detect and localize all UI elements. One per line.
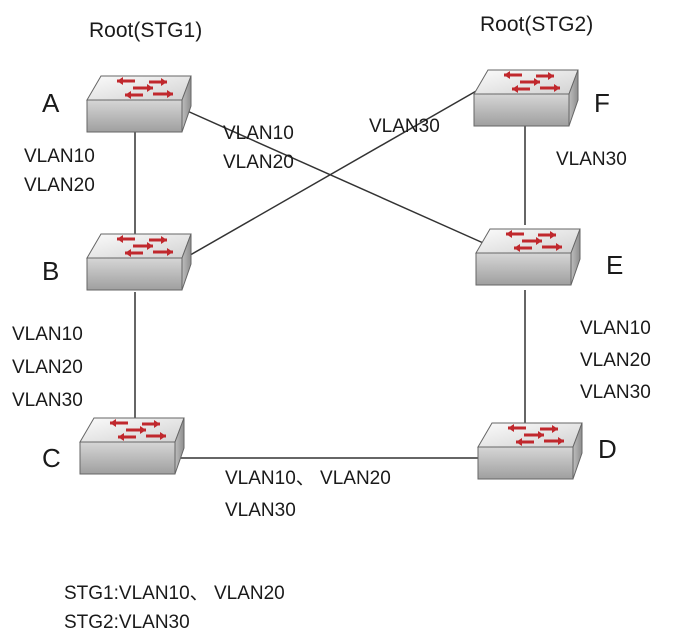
link-e-d-vlan-3: VLAN30 (580, 382, 651, 403)
link-b-c-vlan-3: VLAN30 (12, 390, 83, 411)
switch-b-icon (86, 233, 192, 291)
link-f-e-vlan-1: VLAN30 (556, 149, 627, 170)
link-e-d-vlan-1: VLAN10 (580, 318, 651, 339)
switch-c-label: C (42, 443, 61, 473)
legend-stg2: STG2:VLAN30 (64, 612, 190, 633)
switch-d-label: D (598, 434, 617, 464)
link-c-d-vlan-1: VLAN10、 VLAN20 (225, 468, 391, 489)
switch-b-label: B (42, 256, 60, 286)
link-b-f-vlan-1: VLAN30 (369, 116, 440, 137)
link-e-d-vlan-2: VLAN20 (580, 350, 651, 371)
link-a-e-vlan-2: VLAN20 (223, 152, 294, 173)
switch-f-icon (473, 69, 579, 127)
link-a-b-vlan-1: VLAN10 (24, 146, 95, 167)
root-stg2-label: Root(STG2) (480, 13, 594, 36)
link-c-d-vlan-2: VLAN30 (225, 500, 296, 521)
switch-a-label: A (42, 88, 60, 118)
link-a-b-vlan-2: VLAN20 (24, 175, 95, 196)
link-b-c-vlan-2: VLAN20 (12, 357, 83, 378)
link-a-e-vlan-1: VLAN10 (223, 123, 294, 144)
link-a-e (184, 109, 491, 247)
switch-f-label: F (594, 88, 610, 118)
root-stg1-label: Root(STG1) (89, 19, 203, 42)
link-b-c-vlan-1: VLAN10 (12, 324, 83, 345)
switch-d-icon (477, 422, 583, 480)
switch-c-icon (79, 417, 185, 475)
switch-e-icon (475, 228, 581, 286)
legend-stg1: STG1:VLAN10、 VLAN20 (64, 583, 285, 604)
link-b-f (184, 89, 479, 259)
switch-e-label: E (606, 250, 624, 280)
switch-a-icon (86, 75, 192, 133)
